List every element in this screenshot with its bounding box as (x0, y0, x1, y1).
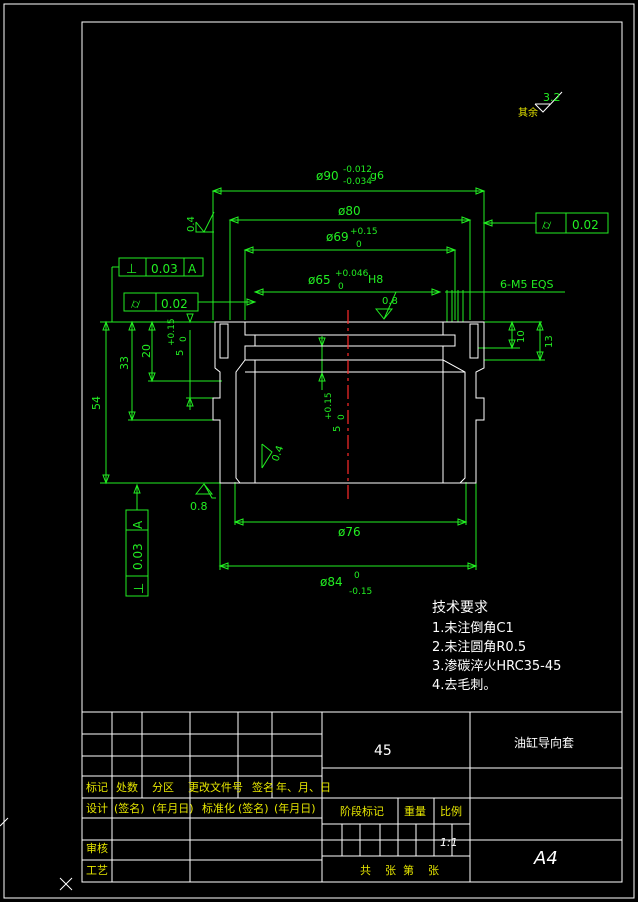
svg-text:年、月、日: 年、月、日 (276, 780, 331, 794)
tech-req-3: 3.渗碳淬火HRC35-45 (432, 659, 561, 674)
svg-text:0.8: 0.8 (190, 500, 208, 513)
roughness-symbols: 0.4 0.8 0.4 0.8 (186, 211, 398, 513)
tech-req-4: 4.去毛刺。 (432, 678, 496, 693)
dimension-d90: ø90 -0.012 -0.034 g6 (211, 165, 486, 320)
svg-text:(年月日): (年月日) (152, 801, 194, 815)
svg-text:0: 0 (179, 336, 189, 342)
material: 45 (374, 743, 392, 759)
svg-text:A: A (131, 520, 145, 529)
svg-text:20: 20 (140, 344, 153, 358)
svg-text:H8: H8 (368, 273, 383, 286)
svg-text:3.2: 3.2 (543, 91, 561, 104)
svg-text:ø80: ø80 (338, 204, 361, 218)
svg-text:工艺: 工艺 (86, 864, 108, 877)
svg-text:(签名): (签名) (114, 801, 145, 815)
svg-text:+0.046: +0.046 (335, 269, 369, 279)
tech-requirements: 技术要求 1.未注倒角C1 2.未注圆角R0.5 3.渗碳淬火HRC35-45 … (432, 600, 561, 693)
dimension-d80: ø80 (228, 204, 472, 320)
dimension-d76: ø76 (233, 482, 468, 539)
svg-text:设计: 设计 (86, 802, 108, 815)
svg-text:+0.15: +0.15 (167, 318, 177, 346)
tech-req-1: 1.未注倒角C1 (432, 621, 514, 636)
svg-text:ø90: ø90 (316, 169, 339, 183)
part-section-left (212, 321, 256, 484)
svg-text:0.4: 0.4 (186, 216, 197, 232)
gdt-runout-right: ⌭ 0.02 (482, 212, 609, 234)
svg-text:0.4: 0.4 (270, 444, 286, 463)
svg-text:5: 5 (175, 350, 186, 356)
svg-text:1:1: 1:1 (440, 836, 458, 849)
title-block: 45 油缸导向套 A4 标记 处数 分区 更改文件号 签名 年、月、日 设计 (… (82, 711, 622, 882)
svg-text:(签名): (签名) (238, 801, 269, 815)
svg-text:⌭: ⌭ (542, 218, 552, 233)
surface-finish-other: 其余 3.2 (518, 91, 563, 119)
svg-text:0.8: 0.8 (382, 296, 398, 307)
svg-text:ø76: ø76 (338, 525, 361, 539)
svg-text:阶段标记: 阶段标记 (340, 804, 384, 818)
svg-text:0.03: 0.03 (151, 262, 178, 276)
svg-text:0: 0 (354, 571, 360, 581)
svg-text:标准化: 标准化 (202, 801, 235, 815)
part-section-right (442, 321, 485, 484)
svg-text:-0.034: -0.034 (343, 177, 372, 187)
svg-text:33: 33 (118, 356, 131, 370)
svg-text:+0.15: +0.15 (350, 227, 378, 237)
dimension-heights-right: 10 13 (470, 320, 555, 362)
svg-text:0.03: 0.03 (131, 543, 145, 570)
sheet-size: A4 (533, 848, 558, 869)
svg-text:更改文件号: 更改文件号 (188, 780, 243, 794)
dimension-heights-left: 54 33 20 5 +0.15 0 (90, 313, 222, 485)
svg-text:(年月日): (年月日) (274, 801, 316, 815)
svg-text:0: 0 (337, 414, 347, 420)
svg-text:ø69: ø69 (326, 230, 349, 244)
svg-text:⊥: ⊥ (132, 583, 147, 594)
svg-text:ø65: ø65 (308, 273, 331, 287)
svg-text:其余: 其余 (518, 106, 538, 119)
gdt-perpendicularity-top: ⊥ 0.03 A (111, 257, 204, 322)
svg-text:比例: 比例 (440, 804, 462, 818)
svg-text:⌭: ⌭ (131, 297, 141, 312)
part-name: 油缸导向套 (514, 735, 574, 750)
svg-text:0.02: 0.02 (161, 297, 188, 311)
svg-text:ø84: ø84 (320, 575, 343, 589)
tech-req-2: 2.未注圆角R0.5 (432, 640, 526, 655)
svg-text:处数: 处数 (116, 781, 138, 794)
svg-text:10: 10 (516, 330, 527, 343)
dimension-d69: ø69 +0.15 0 (243, 227, 457, 320)
svg-text:0: 0 (356, 240, 362, 250)
gdt-runout-left: ⌭ 0.02 (123, 292, 257, 312)
svg-text:分区: 分区 (152, 781, 174, 794)
svg-text:-0.15: -0.15 (349, 587, 372, 597)
svg-text:签名: 签名 (252, 780, 274, 794)
svg-text:审核: 审核 (86, 841, 108, 855)
svg-text:5: 5 (332, 426, 343, 432)
svg-text:0.02: 0.02 (572, 218, 599, 232)
dimension-d65: ø65 +0.046 0 H8 (253, 269, 442, 296)
svg-text:⊥: ⊥ (126, 262, 137, 277)
svg-text:0: 0 (338, 282, 344, 292)
svg-text:54: 54 (90, 396, 103, 410)
dimension-heights-inner: 5 +0.15 0 (318, 336, 347, 432)
gdt-perpendicularity-bottom: A 0.03 ⊥ (125, 483, 149, 597)
svg-text:标记: 标记 (86, 780, 108, 794)
svg-text:6-M5 EQS: 6-M5 EQS (500, 278, 554, 291)
drawing-border (0, 3, 635, 899)
svg-text:g6: g6 (370, 169, 384, 182)
tech-requirements-title: 技术要求 (432, 600, 488, 616)
thread-callout: 6-M5 EQS (445, 278, 565, 322)
svg-text:A: A (188, 262, 197, 276)
svg-text:+0.15: +0.15 (324, 392, 334, 420)
dimension-d84: ø84 0 -0.15 (218, 482, 478, 597)
svg-text:共 张 第 张: 共 张 第 张 (360, 863, 439, 877)
svg-text:-0.012: -0.012 (343, 165, 372, 175)
svg-text:13: 13 (544, 335, 555, 348)
part-outline (219, 321, 479, 484)
svg-text:重量: 重量 (404, 804, 426, 818)
